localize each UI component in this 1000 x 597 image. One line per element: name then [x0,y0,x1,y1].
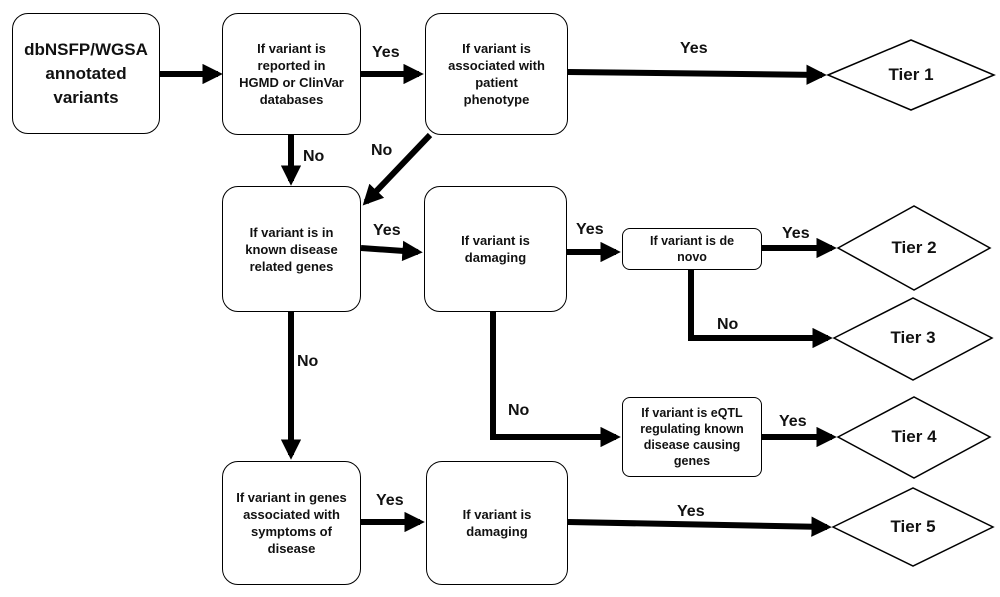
edge-label-denovo-no: No [717,316,739,333]
tier3-diamond [832,297,994,381]
eqtl-box-text: If variant is eQTL regulating known dise… [640,406,744,468]
tier1-label: Tier 1 [888,65,934,84]
edge-label-denovo-yes: Yes [782,225,810,242]
tier5-diamond [831,487,995,567]
start-box: dbNSFP/WGSA annotated variants [12,13,160,134]
tier5-label: Tier 5 [890,517,936,536]
tier3-label: Tier 3 [890,328,936,347]
start-box-text: dbNSFP/WGSA annotated variants [24,39,148,107]
edge-label-phenotype-yes: Yes [680,40,708,57]
tier2-diamond [836,205,992,291]
edge-label-damaging2-yes: Yes [677,503,705,520]
phenotype-box: If variant is associated with patient ph… [425,13,568,135]
edge-damaging2-yes [567,516,832,537]
damaging1-box: If variant is damaging [424,186,567,312]
edge-known-yes [360,240,423,262]
known-genes-box: If variant is in known disease related g… [222,186,361,312]
edge-label-symptom-yes: Yes [376,492,404,509]
edge-label-known-yes: Yes [373,222,401,239]
damaging2-box-text: If variant is damaging [462,507,532,539]
tier4-label: Tier 4 [891,427,937,446]
edge-label-eqtl-yes: Yes [779,413,807,430]
damaging2-box: If variant is damaging [426,461,568,585]
edge-label-damaging1-no: No [508,402,530,419]
damaging1-box-text: If variant is damaging [461,233,530,265]
known-genes-box-text: If variant is in known disease related g… [245,224,338,274]
edge-label-damaging1-yes: Yes [576,221,604,238]
edge-label-known-no: No [297,353,319,370]
reported-box-text: If variant is reported in HGMD or ClinVa… [239,41,344,107]
symptom-genes-box: If variant in genes associated with symp… [222,461,361,585]
edge-phenotype-no [362,132,433,206]
symptom-genes-box-text: If variant in genes associated with symp… [236,490,347,556]
tier1-diamond [826,39,996,111]
tier4-diamond [836,396,992,479]
edge-label-phenotype-no: No [371,142,393,159]
edge-label-reported-no: No [303,148,325,165]
de-novo-box-text: If variant is de novo [649,234,735,264]
reported-box: If variant is reported in HGMD or ClinVa… [222,13,361,135]
tier2-label: Tier 2 [891,238,937,257]
edge-label-reported-yes: Yes [372,44,400,61]
edge-phenotype-yes-tier1 [567,64,827,86]
edge-damaging1-no [490,312,621,448]
phenotype-box-text: If variant is associated with patient ph… [448,41,545,107]
eqtl-box: If variant is eQTL regulating known dise… [622,397,762,477]
de-novo-box: If variant is de novo [622,228,762,270]
edge-denovo-no [688,270,833,349]
